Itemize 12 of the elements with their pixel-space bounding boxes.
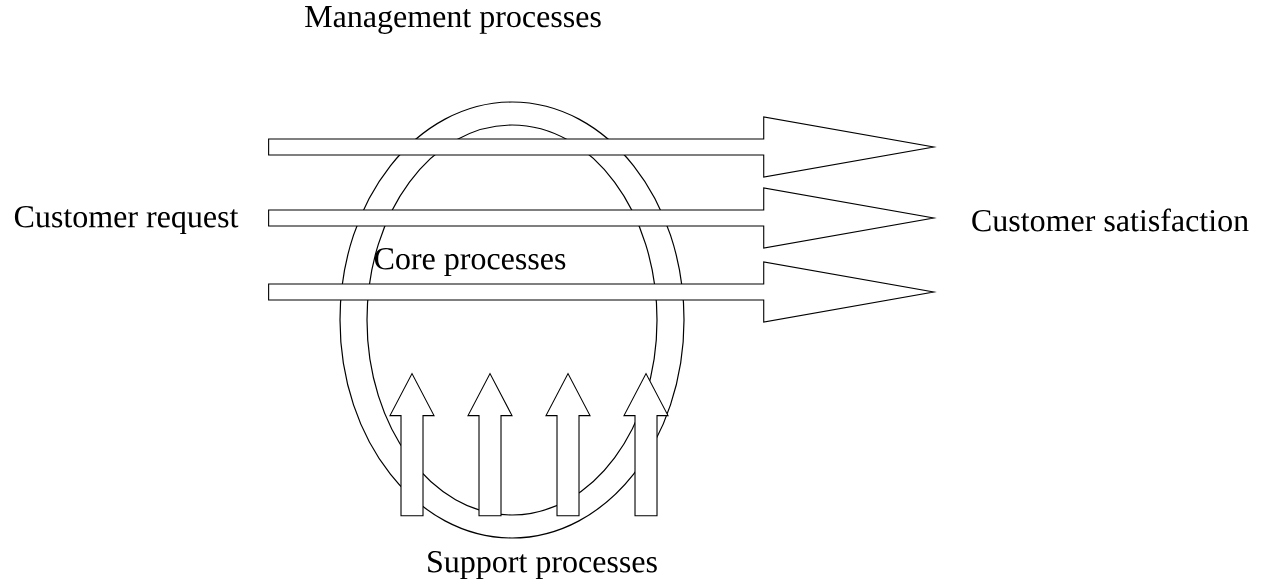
process-label: Management processes [305, 6, 601, 34]
block-arrow [545, 372, 591, 517]
process-label: Core processes [374, 248, 566, 276]
block-arrow [268, 261, 937, 323]
block-arrow [467, 372, 513, 517]
process-label: Customer request [14, 206, 239, 234]
process-label: Customer satisfaction [972, 208, 1249, 232]
block-arrow [268, 187, 937, 249]
block-arrow [268, 116, 937, 178]
process-label: Support processes [428, 551, 657, 579]
block-arrow [389, 372, 435, 517]
block-arrow [623, 372, 669, 517]
